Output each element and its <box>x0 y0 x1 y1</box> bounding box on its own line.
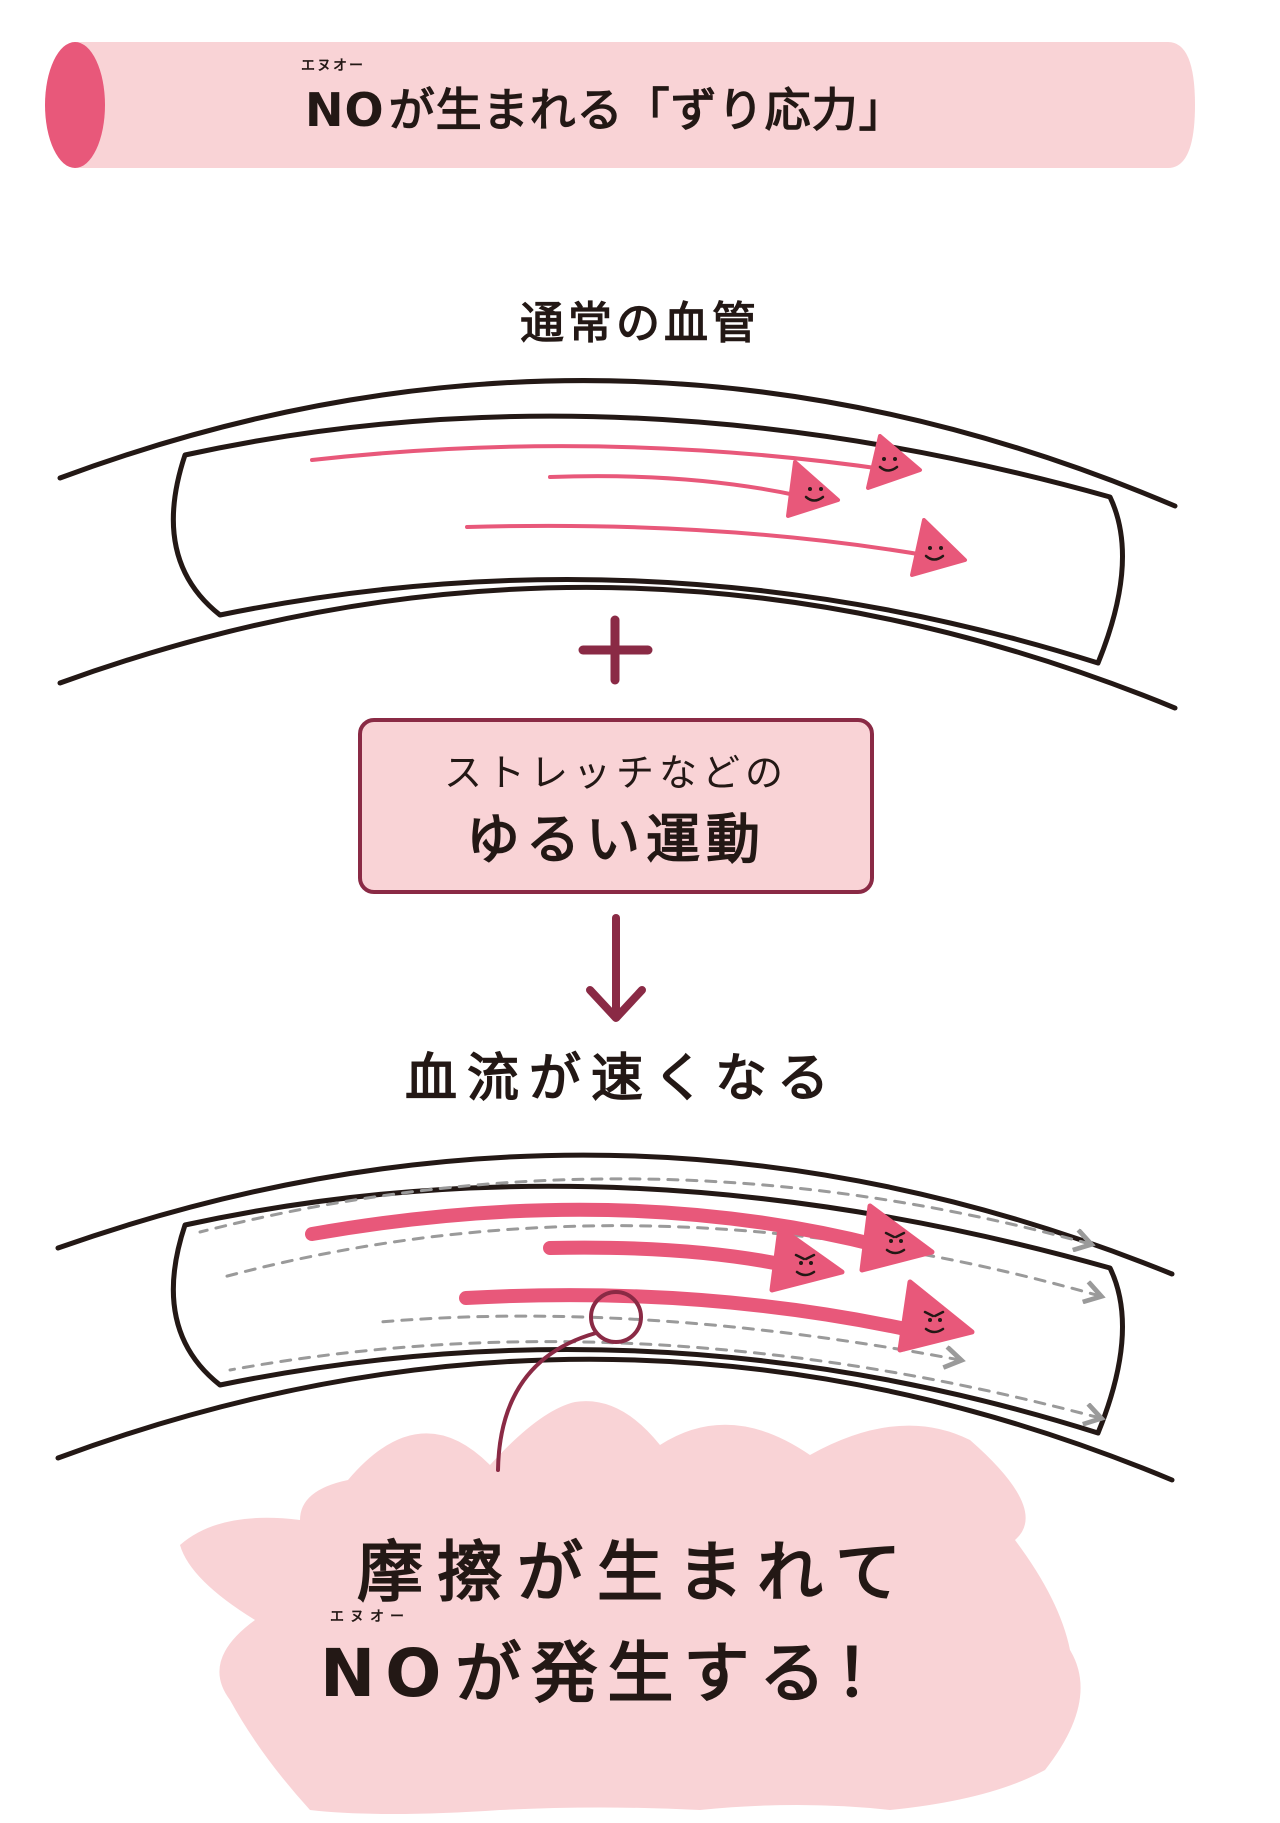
smiling-arrowhead-icon <box>786 460 840 518</box>
exercise-box-line1: ストレッチなどの <box>444 751 788 795</box>
vessel-inner-lumen <box>170 413 1125 666</box>
header-ruby: エヌオー <box>301 58 365 74</box>
fast-flow-vessel <box>55 1152 1175 1483</box>
down-arrow-icon <box>586 914 646 1022</box>
shear-dash-line <box>198 1177 1090 1244</box>
friction-point-callout <box>496 1290 643 1472</box>
header-title-no: NO <box>305 83 385 137</box>
friction-magnifier-icon <box>589 1290 643 1344</box>
flow-arrow <box>310 434 922 490</box>
shear-dash-line <box>228 1340 1100 1418</box>
flow-arrow <box>543 1225 845 1293</box>
vessel-outer-wall-top <box>55 1152 1175 1277</box>
normal-vessel-label: 通常の血管 <box>520 298 760 349</box>
smiling-arrowhead-icon <box>910 518 967 577</box>
conclusion-line2: NOが発生する！ <box>320 1635 911 1712</box>
header-title: NOが生まれる「ずり応力」 <box>305 83 906 137</box>
callout-line <box>496 1331 598 1472</box>
determined-arrowhead-icon <box>859 1203 935 1273</box>
shear-dash-line <box>218 1224 1100 1296</box>
plus-icon <box>578 615 653 685</box>
conclusion-burst-bubble <box>180 1401 1081 1814</box>
conclusion-line2-rest: が発生する！ <box>455 1635 911 1712</box>
conclusion-line1: 摩擦が生まれて <box>357 1534 915 1611</box>
header-banner <box>45 42 1195 168</box>
exercise-box <box>358 718 874 894</box>
shear-dash-line <box>378 1314 960 1360</box>
normal-flow-arrows <box>310 434 967 577</box>
flow-arrow <box>548 460 840 518</box>
exercise-box-line2: ゆるい運動 <box>466 808 766 871</box>
smiling-arrowhead-icon <box>866 434 922 490</box>
vessel-outer-wall-bottom <box>57 584 1178 711</box>
flow-arrow <box>465 518 967 577</box>
vessel-inner-lumen <box>170 1183 1125 1436</box>
header-title-rest: が生まれる「ずり応力」 <box>389 83 906 137</box>
conclusion-ruby: エヌオー <box>330 1609 410 1625</box>
fast-flow-arrows <box>305 1202 975 1353</box>
vessel-outer-wall-top <box>57 378 1178 509</box>
faster-blood-flow-label: 血流が速くなる <box>405 1049 839 1109</box>
normal-vessel <box>57 378 1178 711</box>
vessel-outer-wall-bottom <box>55 1356 1175 1483</box>
conclusion-line2-no: NO <box>320 1635 451 1712</box>
flow-arrow <box>459 1279 975 1353</box>
banner-end-cap <box>45 42 105 168</box>
flow-arrow <box>305 1202 935 1273</box>
shear-dashes <box>198 1177 1100 1418</box>
